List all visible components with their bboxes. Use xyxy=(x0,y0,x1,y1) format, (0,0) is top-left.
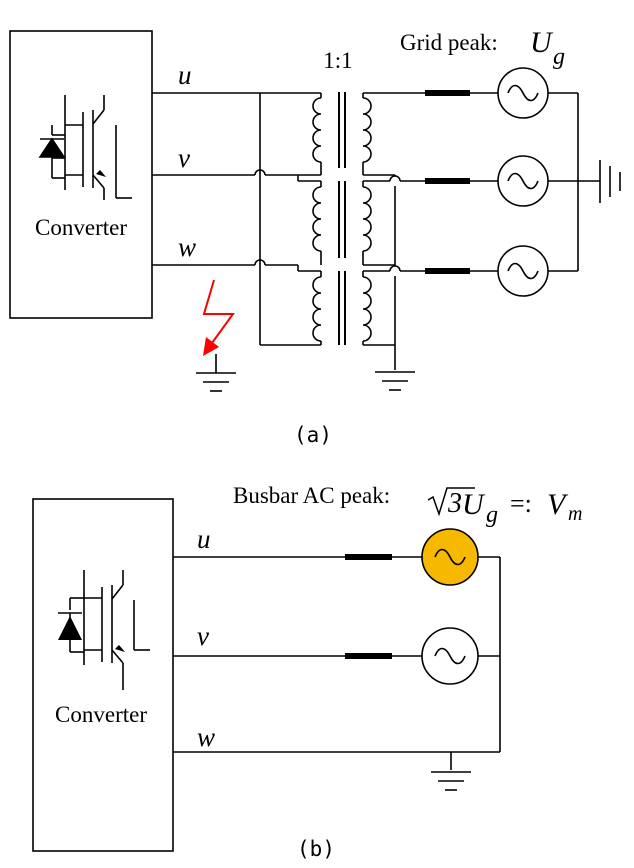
grid-symbol-u: U xyxy=(530,26,554,59)
converter-label-a: Converter xyxy=(35,215,127,240)
diode-triangle-b xyxy=(58,616,82,640)
phase-label-w-a: w xyxy=(178,232,196,262)
busbar-peak-label: Busbar AC peak: xyxy=(233,483,390,508)
ac-source-a-2 xyxy=(497,155,549,207)
converter-label-b: Converter xyxy=(55,702,147,727)
phase-label-v-a: v xyxy=(178,143,190,173)
source-leads-a xyxy=(470,92,498,272)
caption-b: (b) xyxy=(297,837,335,861)
caption-a: (a) xyxy=(294,423,332,447)
phase-label-w-b: w xyxy=(197,722,215,752)
line-inductors-b xyxy=(345,554,392,659)
ac-source-b xyxy=(421,627,479,685)
phase-wires-b xyxy=(173,556,501,770)
sqrt-number: 3 xyxy=(447,488,462,519)
fault-lightning-icon xyxy=(202,279,235,356)
transformer-ratio-label: 1:1 xyxy=(323,48,352,73)
vm-subscript: m xyxy=(568,503,582,525)
grid-peak-label: Grid peak: xyxy=(400,30,498,55)
transformer-secondary-a xyxy=(362,92,425,370)
transformer-primary-a xyxy=(297,93,322,345)
star-point-a xyxy=(548,92,621,272)
transformer-core-a xyxy=(338,92,346,345)
ground-symbol-b xyxy=(430,771,472,791)
phase-label-u-a: u xyxy=(178,60,192,90)
diagram-b: Converter u v w xyxy=(32,483,582,861)
ac-source-a-1 xyxy=(497,67,549,119)
line-inductors-a xyxy=(425,90,470,274)
grid-symbol-sub: g xyxy=(553,44,565,70)
phase-label-u-b: u xyxy=(197,524,211,554)
igbt-symbol-a xyxy=(38,95,132,200)
ug-subscript: g xyxy=(486,502,498,528)
igbt-arrow-a xyxy=(96,170,106,177)
diagram-a: Converter u v w xyxy=(9,26,621,447)
converter-box-b xyxy=(32,498,174,852)
ac-source-a-3 xyxy=(497,245,549,297)
ac-source-b-highlighted xyxy=(421,528,479,586)
equals-sign: =: xyxy=(510,489,532,518)
igbt-arrow-b xyxy=(115,645,125,652)
ground-symbol-secondary-a xyxy=(374,371,416,391)
phase-wires-a xyxy=(152,92,321,346)
ground-symbol-fault-a xyxy=(195,354,237,392)
sqrt-symbol xyxy=(427,487,475,517)
phase-label-v-b: v xyxy=(197,621,209,651)
ug-symbol: U xyxy=(462,488,486,521)
vm-symbol: V xyxy=(547,488,569,521)
